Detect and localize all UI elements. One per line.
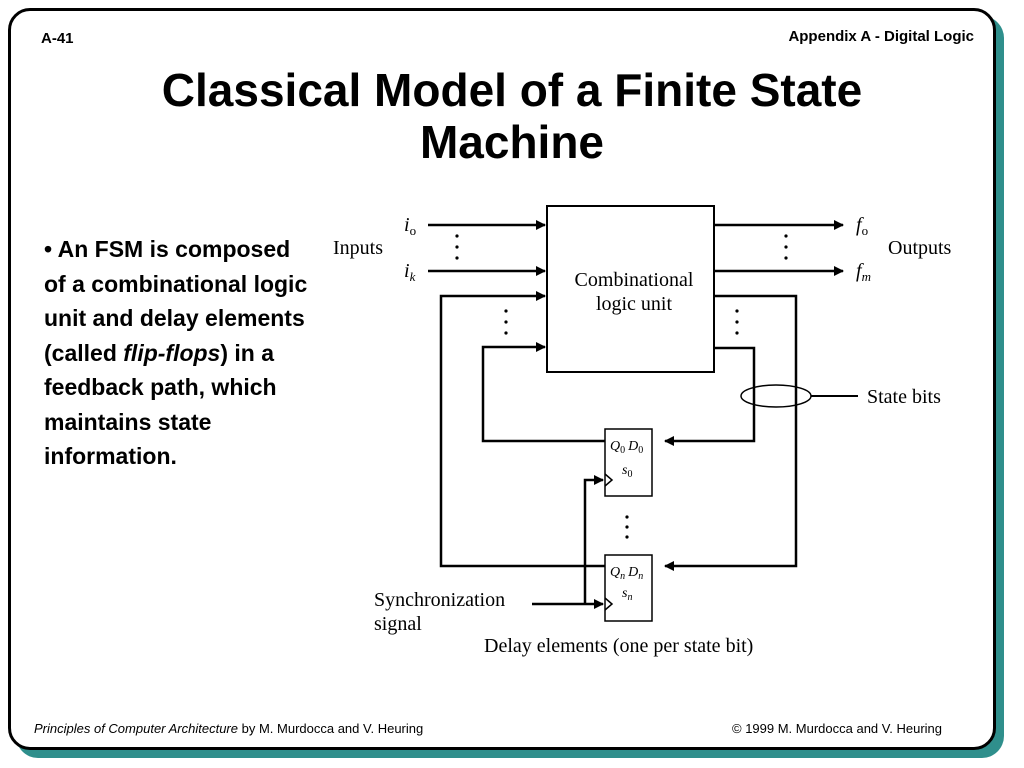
footer-authors: by M. Murdocca and V. Heuring (238, 721, 424, 736)
ffn-s-sub: n (627, 592, 632, 603)
slide-frame (8, 8, 996, 750)
flipflop-ellipsis (625, 515, 629, 539)
output-ellipsis (784, 234, 788, 260)
output-last-base: f (856, 260, 864, 282)
footer-book-credit: Principles of Computer Architecture by M… (34, 721, 423, 736)
flipflop-last-clock-triangle (604, 597, 614, 611)
output-last-sub: m (862, 269, 871, 284)
state-line-first-to-ff0 (664, 346, 756, 446)
flipflop-first-box (604, 428, 653, 497)
input-last-sub: k (410, 269, 416, 284)
flipflop-first-clock-triangle (604, 473, 614, 487)
ff0-s: s (622, 463, 628, 478)
state-out-ellipsis (735, 309, 739, 335)
output-first-base: f (856, 214, 864, 236)
feedback-ffn-to-logic (439, 291, 605, 568)
ffn-q-sub: n (620, 571, 625, 582)
ffn-q: Q (610, 565, 620, 580)
ffn-s: s (622, 586, 628, 601)
feedback-ff0-to-logic (481, 342, 605, 443)
bullet-text-before: An FSM is composed of a combinational lo… (44, 236, 308, 366)
slide-title-line1: Classical Model of a Finite State (161, 64, 863, 116)
input-last-label: ik (404, 260, 416, 284)
input-last-base: i (404, 260, 410, 282)
chapter-title: Appendix A - Digital Logic (788, 28, 974, 45)
ff0-d: D (627, 439, 638, 454)
ffn-d-sub: n (638, 571, 643, 582)
delay-elements-caption: Delay elements (one per state bit) (484, 635, 753, 657)
logic-unit-box (546, 205, 715, 373)
state-in-ellipsis (504, 309, 508, 335)
ff0-q-sub: 0 (620, 445, 625, 456)
ffn-d: D (627, 565, 638, 580)
input-first-sub: o (410, 223, 417, 238)
bullet-text: • An FSM is composed of a combinational … (44, 232, 314, 474)
slide-title-line2: Machine (419, 116, 605, 168)
bullet-text-after: ) in a feedback path, which maintains st… (44, 339, 277, 470)
output-first-label: fo (856, 214, 868, 238)
inputs-label: Inputs (333, 237, 383, 259)
bullet-marker: • (44, 236, 53, 262)
ff0-d-sub: 0 (638, 445, 643, 456)
input-first-base: i (404, 214, 410, 236)
flipflop-last-s: sn (622, 586, 632, 603)
slide-number: A-41 (41, 30, 74, 47)
flipflop-first-s: s0 (622, 463, 632, 480)
state-line-last-to-ffn (664, 294, 798, 571)
output-first-sub: o (862, 223, 869, 238)
bullet-emphasis: flip-flops (123, 339, 221, 366)
input-first-label: io (404, 214, 416, 238)
state-bits-ellipse (740, 384, 812, 408)
sync-signal-branch (583, 475, 604, 604)
outputs-label: Outputs (888, 237, 952, 259)
logic-unit-label-line1: Combinational (575, 269, 694, 291)
output-last-label: fm (856, 260, 871, 284)
footer-book-title: Principles of Computer Architecture (34, 721, 238, 736)
footer-copyright: © 1999 M. Murdocca and V. Heuring (732, 721, 942, 736)
flipflop-last-box (604, 554, 653, 622)
logic-unit-label-line2: logic unit (596, 293, 673, 315)
state-bits-label: State bits (867, 386, 941, 408)
ff0-q: Q (610, 439, 620, 454)
slide-title: Classical Model of a Finite State Machin… (60, 64, 964, 168)
input-ellipsis (455, 234, 459, 260)
sync-label-line1: Synchronization (374, 589, 505, 611)
sync-label-line2: signal (374, 613, 422, 635)
ff0-s-sub: 0 (627, 469, 632, 480)
